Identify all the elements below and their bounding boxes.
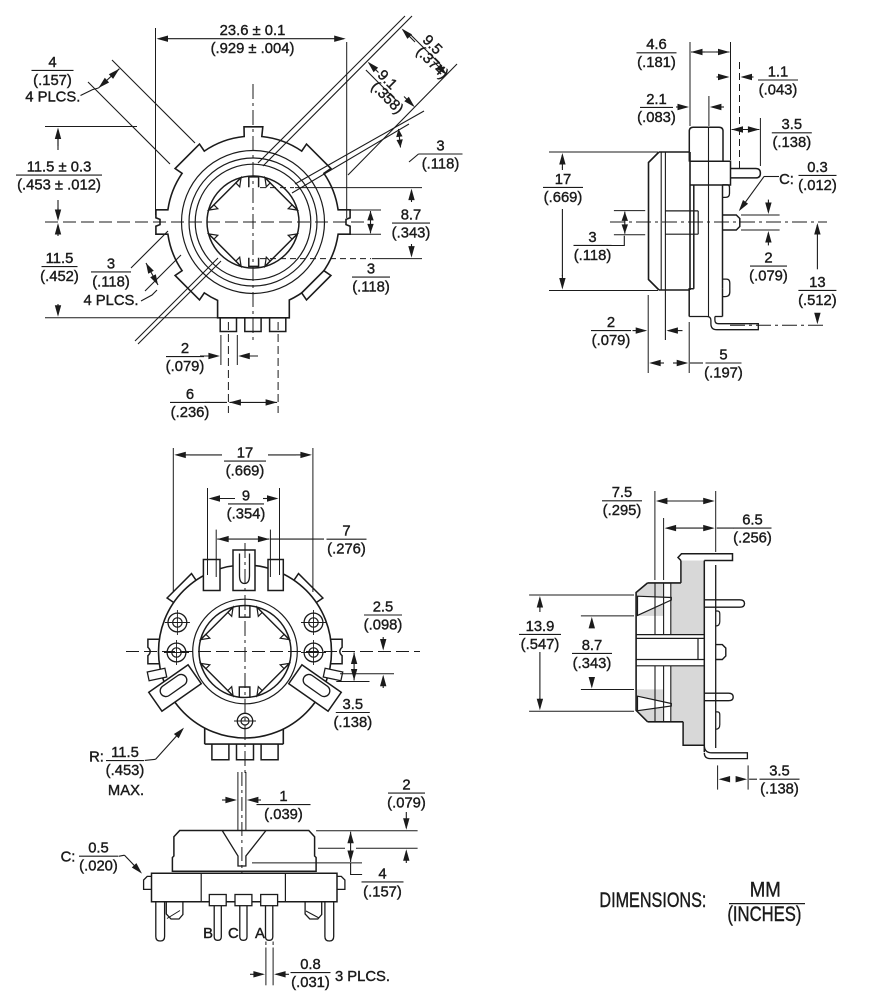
- svg-text:7: 7: [342, 524, 350, 540]
- svg-text:(.118): (.118): [422, 156, 460, 172]
- svg-text:11.5: 11.5: [111, 745, 139, 761]
- svg-text:MAX.: MAX.: [108, 783, 144, 799]
- svg-text:(.453 ± .012): (.453 ± .012): [17, 178, 101, 194]
- svg-text:(.295): (.295): [603, 503, 642, 519]
- svg-text:(.256): (.256): [733, 531, 772, 547]
- svg-text:6.5: 6.5: [742, 513, 763, 529]
- svg-text:(.453): (.453): [106, 763, 145, 779]
- svg-text:(.138): (.138): [772, 135, 811, 151]
- svg-text:8.7: 8.7: [582, 638, 603, 654]
- svg-text:0.8: 0.8: [300, 957, 321, 973]
- svg-text:1: 1: [279, 789, 287, 805]
- svg-text:(.276): (.276): [327, 542, 366, 558]
- svg-text:(.138): (.138): [760, 782, 799, 798]
- svg-text:(.354): (.354): [227, 506, 266, 522]
- svg-text:(.098): (.098): [364, 617, 403, 633]
- svg-text:23.6 ± 0.1: 23.6 ± 0.1: [220, 23, 286, 39]
- svg-text:(.197): (.197): [704, 365, 743, 381]
- svg-text:7.5: 7.5: [612, 485, 633, 501]
- svg-text:(.118): (.118): [92, 274, 130, 290]
- svg-text:1.1: 1.1: [768, 64, 789, 80]
- svg-text:(.079): (.079): [387, 796, 426, 812]
- svg-text:2.5: 2.5: [373, 599, 394, 615]
- svg-text:(.118): (.118): [574, 248, 612, 264]
- svg-text:MM: MM: [750, 878, 781, 901]
- svg-text:3.5: 3.5: [769, 764, 790, 780]
- svg-text:17: 17: [555, 172, 571, 188]
- svg-text:(.079): (.079): [749, 269, 788, 285]
- svg-text:3.5: 3.5: [343, 697, 364, 713]
- svg-text:3: 3: [436, 138, 444, 154]
- svg-text:(.157): (.157): [363, 884, 402, 900]
- svg-text:(.343): (.343): [392, 226, 431, 242]
- svg-text:(.083): (.083): [637, 110, 676, 126]
- svg-text:8.7: 8.7: [401, 208, 422, 224]
- svg-text:(.343): (.343): [573, 656, 612, 672]
- svg-text:(.512): (.512): [798, 293, 837, 309]
- svg-text:3: 3: [107, 256, 115, 272]
- svg-text:(.138): (.138): [333, 715, 372, 731]
- svg-text:11.5 ± 0.3: 11.5 ± 0.3: [27, 160, 92, 176]
- svg-text:(.669): (.669): [544, 190, 583, 206]
- svg-text:(.929 ± .004): (.929 ± .004): [211, 41, 295, 57]
- svg-text:(.157): (.157): [33, 73, 72, 89]
- svg-text:13: 13: [809, 275, 825, 291]
- svg-text:(.012): (.012): [798, 178, 837, 194]
- svg-text:6: 6: [186, 387, 194, 403]
- svg-text:13.9: 13.9: [526, 619, 555, 635]
- svg-text:2: 2: [764, 251, 772, 267]
- svg-text:R:: R:: [89, 750, 104, 766]
- svg-text:0.5: 0.5: [88, 841, 109, 857]
- svg-text:2: 2: [181, 341, 189, 357]
- svg-text:5: 5: [719, 347, 727, 363]
- svg-text:4: 4: [378, 866, 386, 882]
- svg-text:4 PLCS.: 4 PLCS.: [25, 89, 80, 105]
- svg-text:(.452): (.452): [40, 269, 79, 285]
- svg-text:B: B: [203, 926, 213, 942]
- svg-text:(.547): (.547): [521, 637, 560, 653]
- svg-text:11.5: 11.5: [46, 251, 74, 267]
- svg-text:(.118): (.118): [352, 280, 390, 296]
- svg-text:(.079): (.079): [592, 333, 631, 349]
- svg-text:4 PLCS.: 4 PLCS.: [83, 293, 138, 309]
- svg-text:9: 9: [242, 488, 250, 504]
- svg-text:(.181): (.181): [637, 55, 676, 71]
- svg-text:4.6: 4.6: [646, 37, 667, 53]
- svg-text:(INCHES): (INCHES): [727, 903, 801, 926]
- svg-text:(.669): (.669): [226, 464, 265, 480]
- svg-text:3 PLCS.: 3 PLCS.: [335, 969, 390, 985]
- svg-text:3.5: 3.5: [782, 117, 803, 133]
- svg-text:C: C: [228, 926, 239, 942]
- svg-text:(.020): (.020): [79, 859, 118, 875]
- svg-text:4: 4: [48, 55, 56, 71]
- svg-text:17: 17: [237, 446, 253, 462]
- svg-text:2: 2: [607, 315, 615, 331]
- svg-text:3: 3: [367, 262, 375, 278]
- svg-text:3: 3: [588, 230, 596, 246]
- svg-text:(.039): (.039): [264, 807, 303, 823]
- svg-text:2.1: 2.1: [646, 92, 667, 108]
- svg-text:(.236): (.236): [171, 405, 210, 421]
- svg-text:C:: C:: [779, 172, 794, 188]
- svg-text:(.043): (.043): [759, 82, 798, 98]
- svg-text:A: A: [255, 926, 265, 942]
- svg-text:DIMENSIONS:: DIMENSIONS:: [599, 889, 706, 912]
- svg-text:(.079): (.079): [166, 359, 205, 375]
- svg-text:C:: C:: [61, 850, 76, 866]
- svg-text:2: 2: [402, 778, 410, 794]
- svg-text:(.031): (.031): [291, 975, 330, 991]
- svg-text:0.3: 0.3: [807, 160, 828, 176]
